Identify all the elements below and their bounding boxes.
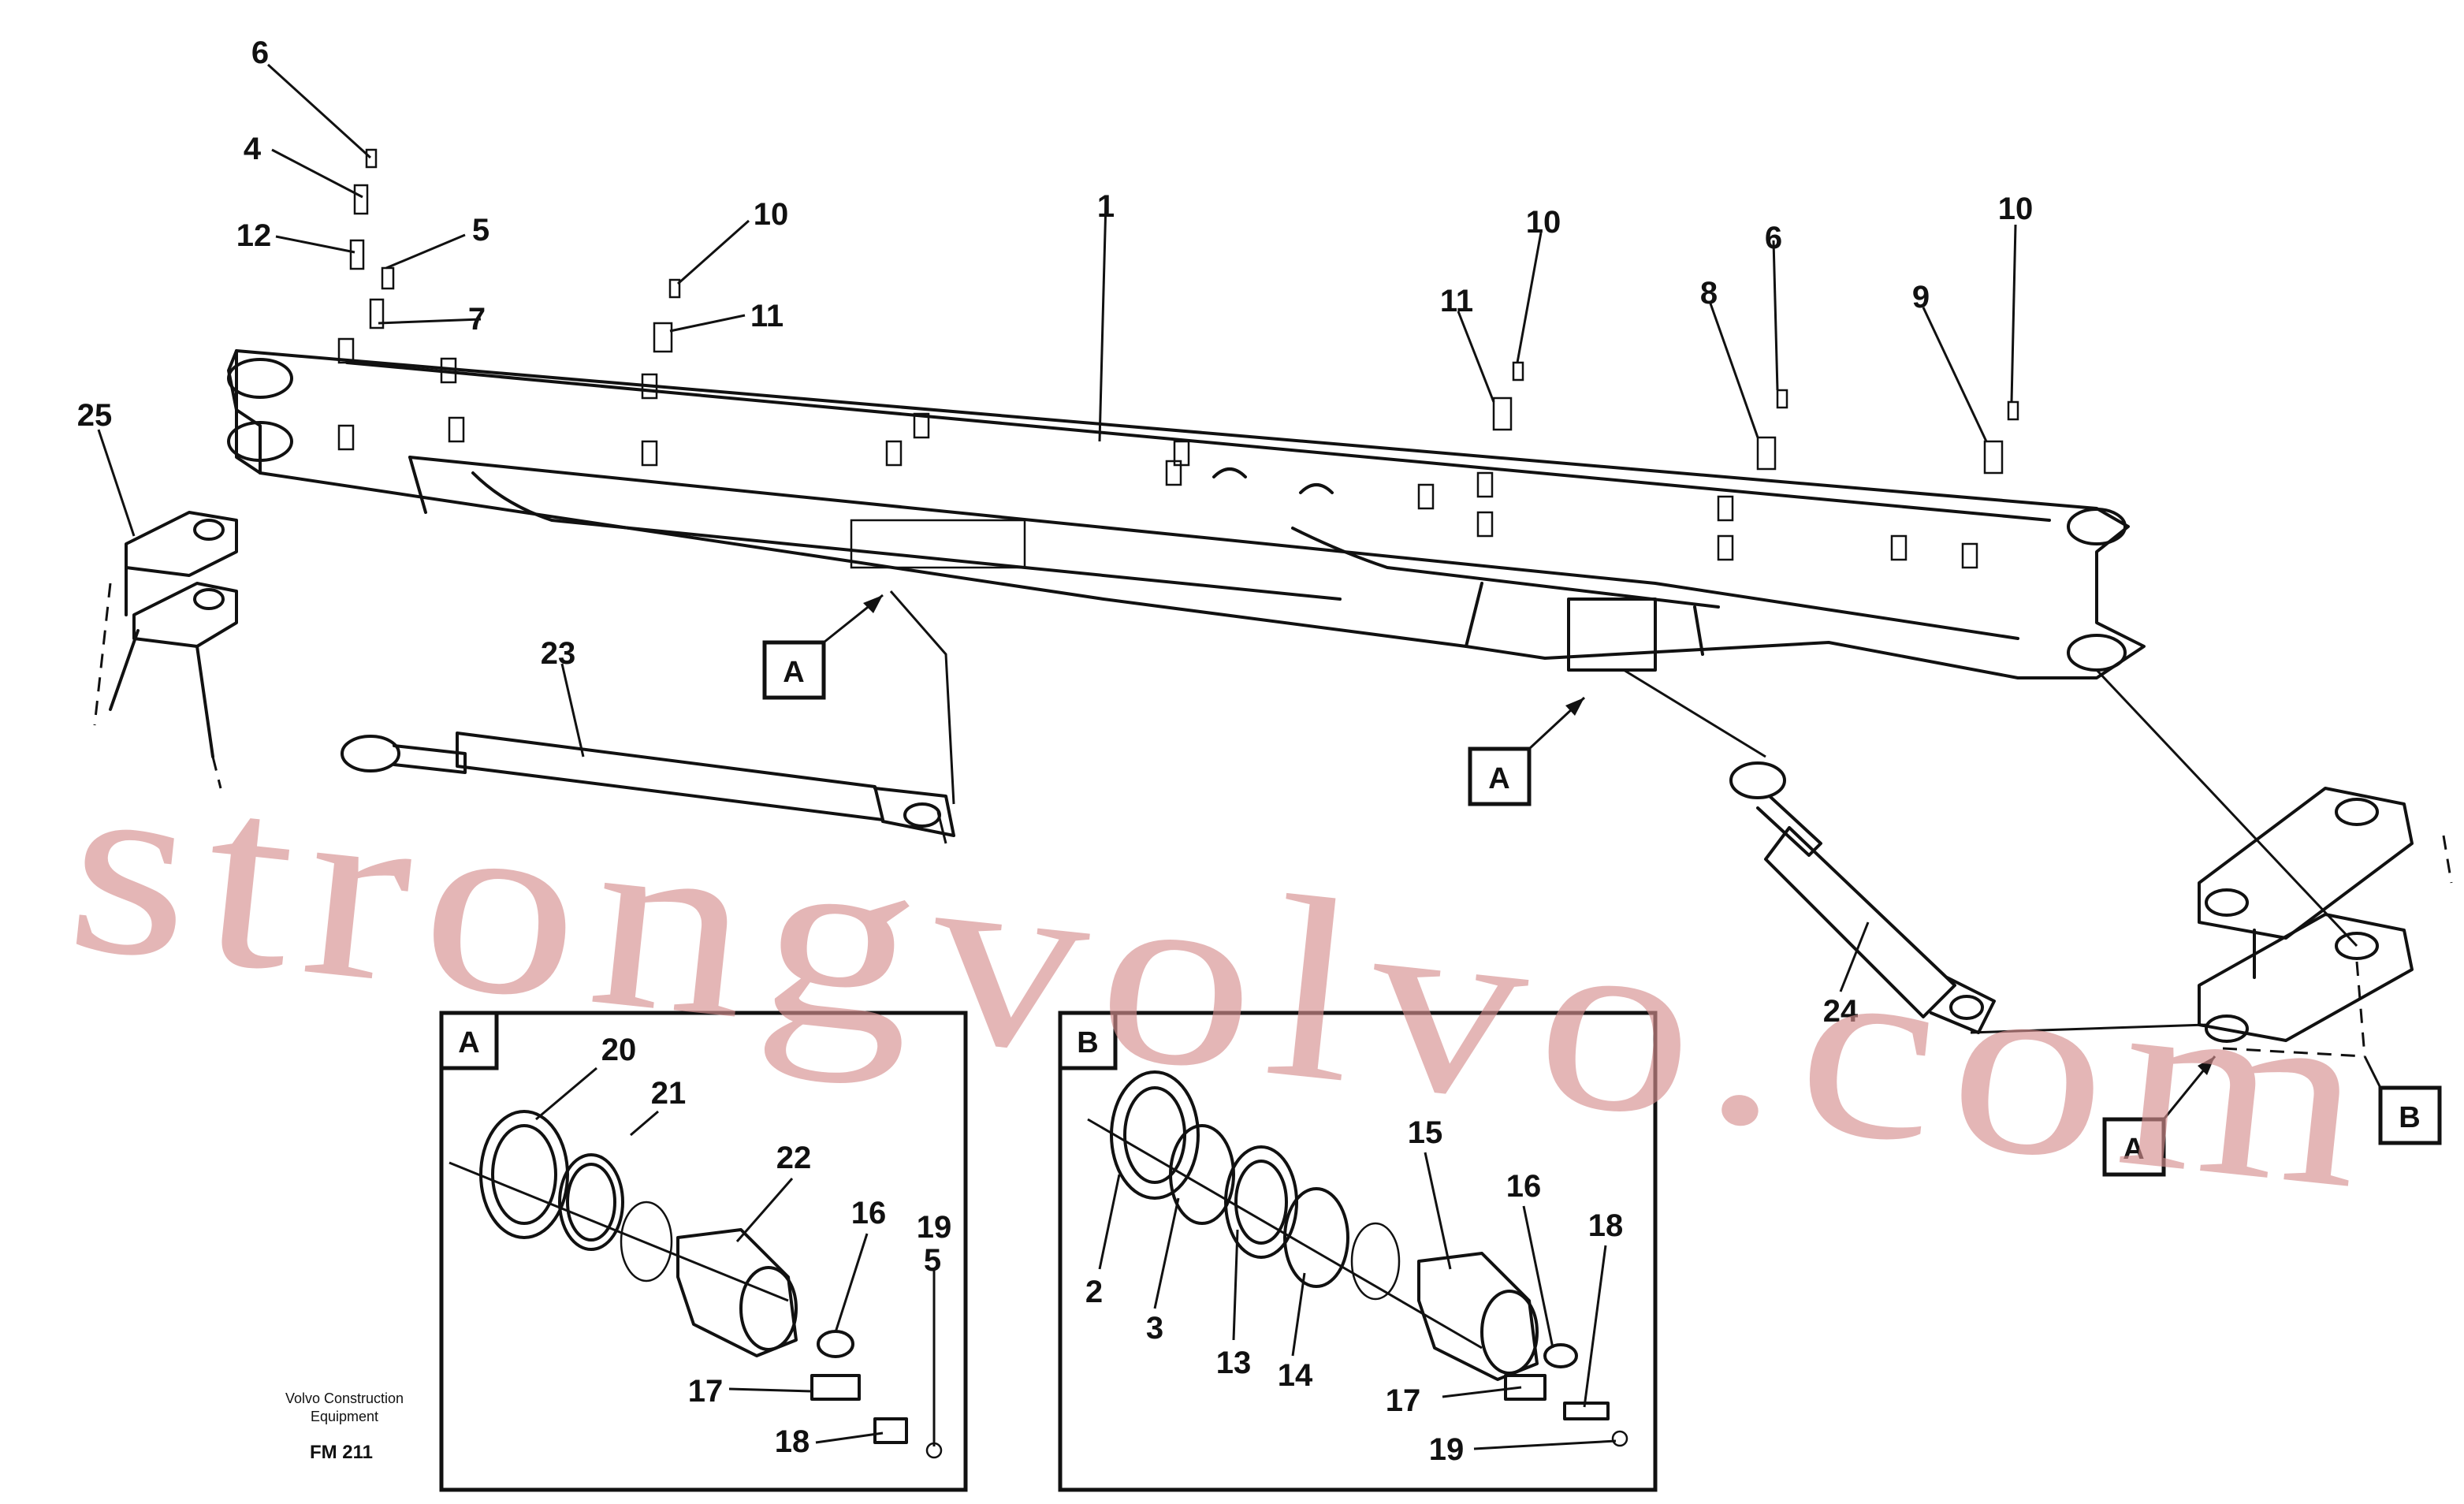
callout-19-b: 19 (1429, 1432, 1465, 1467)
ref-box-a-left: A (762, 594, 884, 700)
callout-6-left: 6 (251, 35, 269, 70)
mount-bracket-25 (93, 511, 238, 789)
callout-1: 1 (1097, 189, 1115, 224)
callout-4: 4 (244, 132, 262, 166)
ref-box-b-right: B (2363, 1055, 2442, 1145)
inset-a-parts (449, 1110, 943, 1459)
bolt-clamp-stacks (349, 148, 2019, 475)
figure-code: FM 211 (310, 1442, 373, 1463)
hydraulic-cylinder-24 (1729, 761, 1996, 1034)
callout-3: 3 (1146, 1311, 1163, 1346)
callout-24: 24 (1823, 994, 1859, 1029)
watermark: strongvolvo.com (57, 717, 2391, 1245)
svg-text:A: A (1488, 762, 1509, 795)
boom-arm (227, 337, 2146, 679)
inset-b-parts (1087, 1070, 1628, 1447)
callout-5-a: 5 (924, 1243, 941, 1278)
callout-16-a: 16 (851, 1196, 887, 1230)
callout-10-mid: 10 (1526, 205, 1561, 240)
inset-b-title: B (1077, 1026, 1098, 1059)
mount-bracket-right (2198, 787, 2453, 1058)
callout-11-left: 11 (750, 299, 783, 333)
callout-8: 8 (1700, 276, 1718, 311)
callout-numbers: 6 4 12 5 7 10 11 1 10 11 6 8 10 9 25 23 … (77, 35, 2034, 1467)
callout-17-a: 17 (688, 1374, 724, 1409)
callout-20: 20 (601, 1033, 637, 1067)
callout-leaders (97, 63, 2017, 1450)
callout-18-a: 18 (775, 1424, 810, 1459)
assembly-lines (889, 590, 2366, 1057)
callout-15: 15 (1408, 1115, 1443, 1150)
callout-5-top: 5 (472, 213, 489, 248)
hose-clamps (337, 337, 1978, 569)
callout-2: 2 (1085, 1275, 1103, 1309)
hydraulic-cylinder-23 (341, 732, 955, 844)
callout-17-b: 17 (1386, 1383, 1421, 1418)
callout-23: 23 (541, 636, 576, 671)
callout-13: 13 (1216, 1346, 1252, 1380)
callout-25: 25 (77, 398, 113, 433)
svg-text:A: A (783, 656, 804, 689)
ref-box-a-right: A (2102, 1055, 2216, 1177)
callout-7: 7 (468, 302, 486, 337)
callout-6-mid: 6 (1765, 221, 1782, 255)
callout-12: 12 (236, 218, 272, 253)
svg-text:A: A (2123, 1133, 2144, 1166)
callout-10-left: 10 (754, 197, 789, 232)
maker-line-2: Equipment (311, 1409, 378, 1424)
callout-10-right: 10 (1998, 192, 2034, 226)
callout-11-mid: 11 (1440, 284, 1473, 318)
maker-line-1: Volvo Construction (285, 1390, 404, 1406)
callout-19-a: 19 (917, 1210, 952, 1245)
callout-18-b: 18 (1588, 1208, 1624, 1243)
callout-21: 21 (651, 1076, 687, 1111)
callout-14: 14 (1278, 1358, 1313, 1393)
inset-a-title: A (458, 1026, 479, 1059)
footer-credit: Volvo Construction Equipment FM 211 (285, 1390, 404, 1463)
svg-text:B: B (2399, 1101, 2420, 1134)
inset-b-frame: B (1058, 1011, 1658, 1492)
ref-box-a-middle: A (1468, 696, 1586, 806)
inset-a-frame: A (439, 1011, 968, 1492)
callout-9: 9 (1912, 280, 1930, 315)
callout-16-b: 16 (1506, 1169, 1542, 1204)
callout-22: 22 (776, 1141, 812, 1175)
